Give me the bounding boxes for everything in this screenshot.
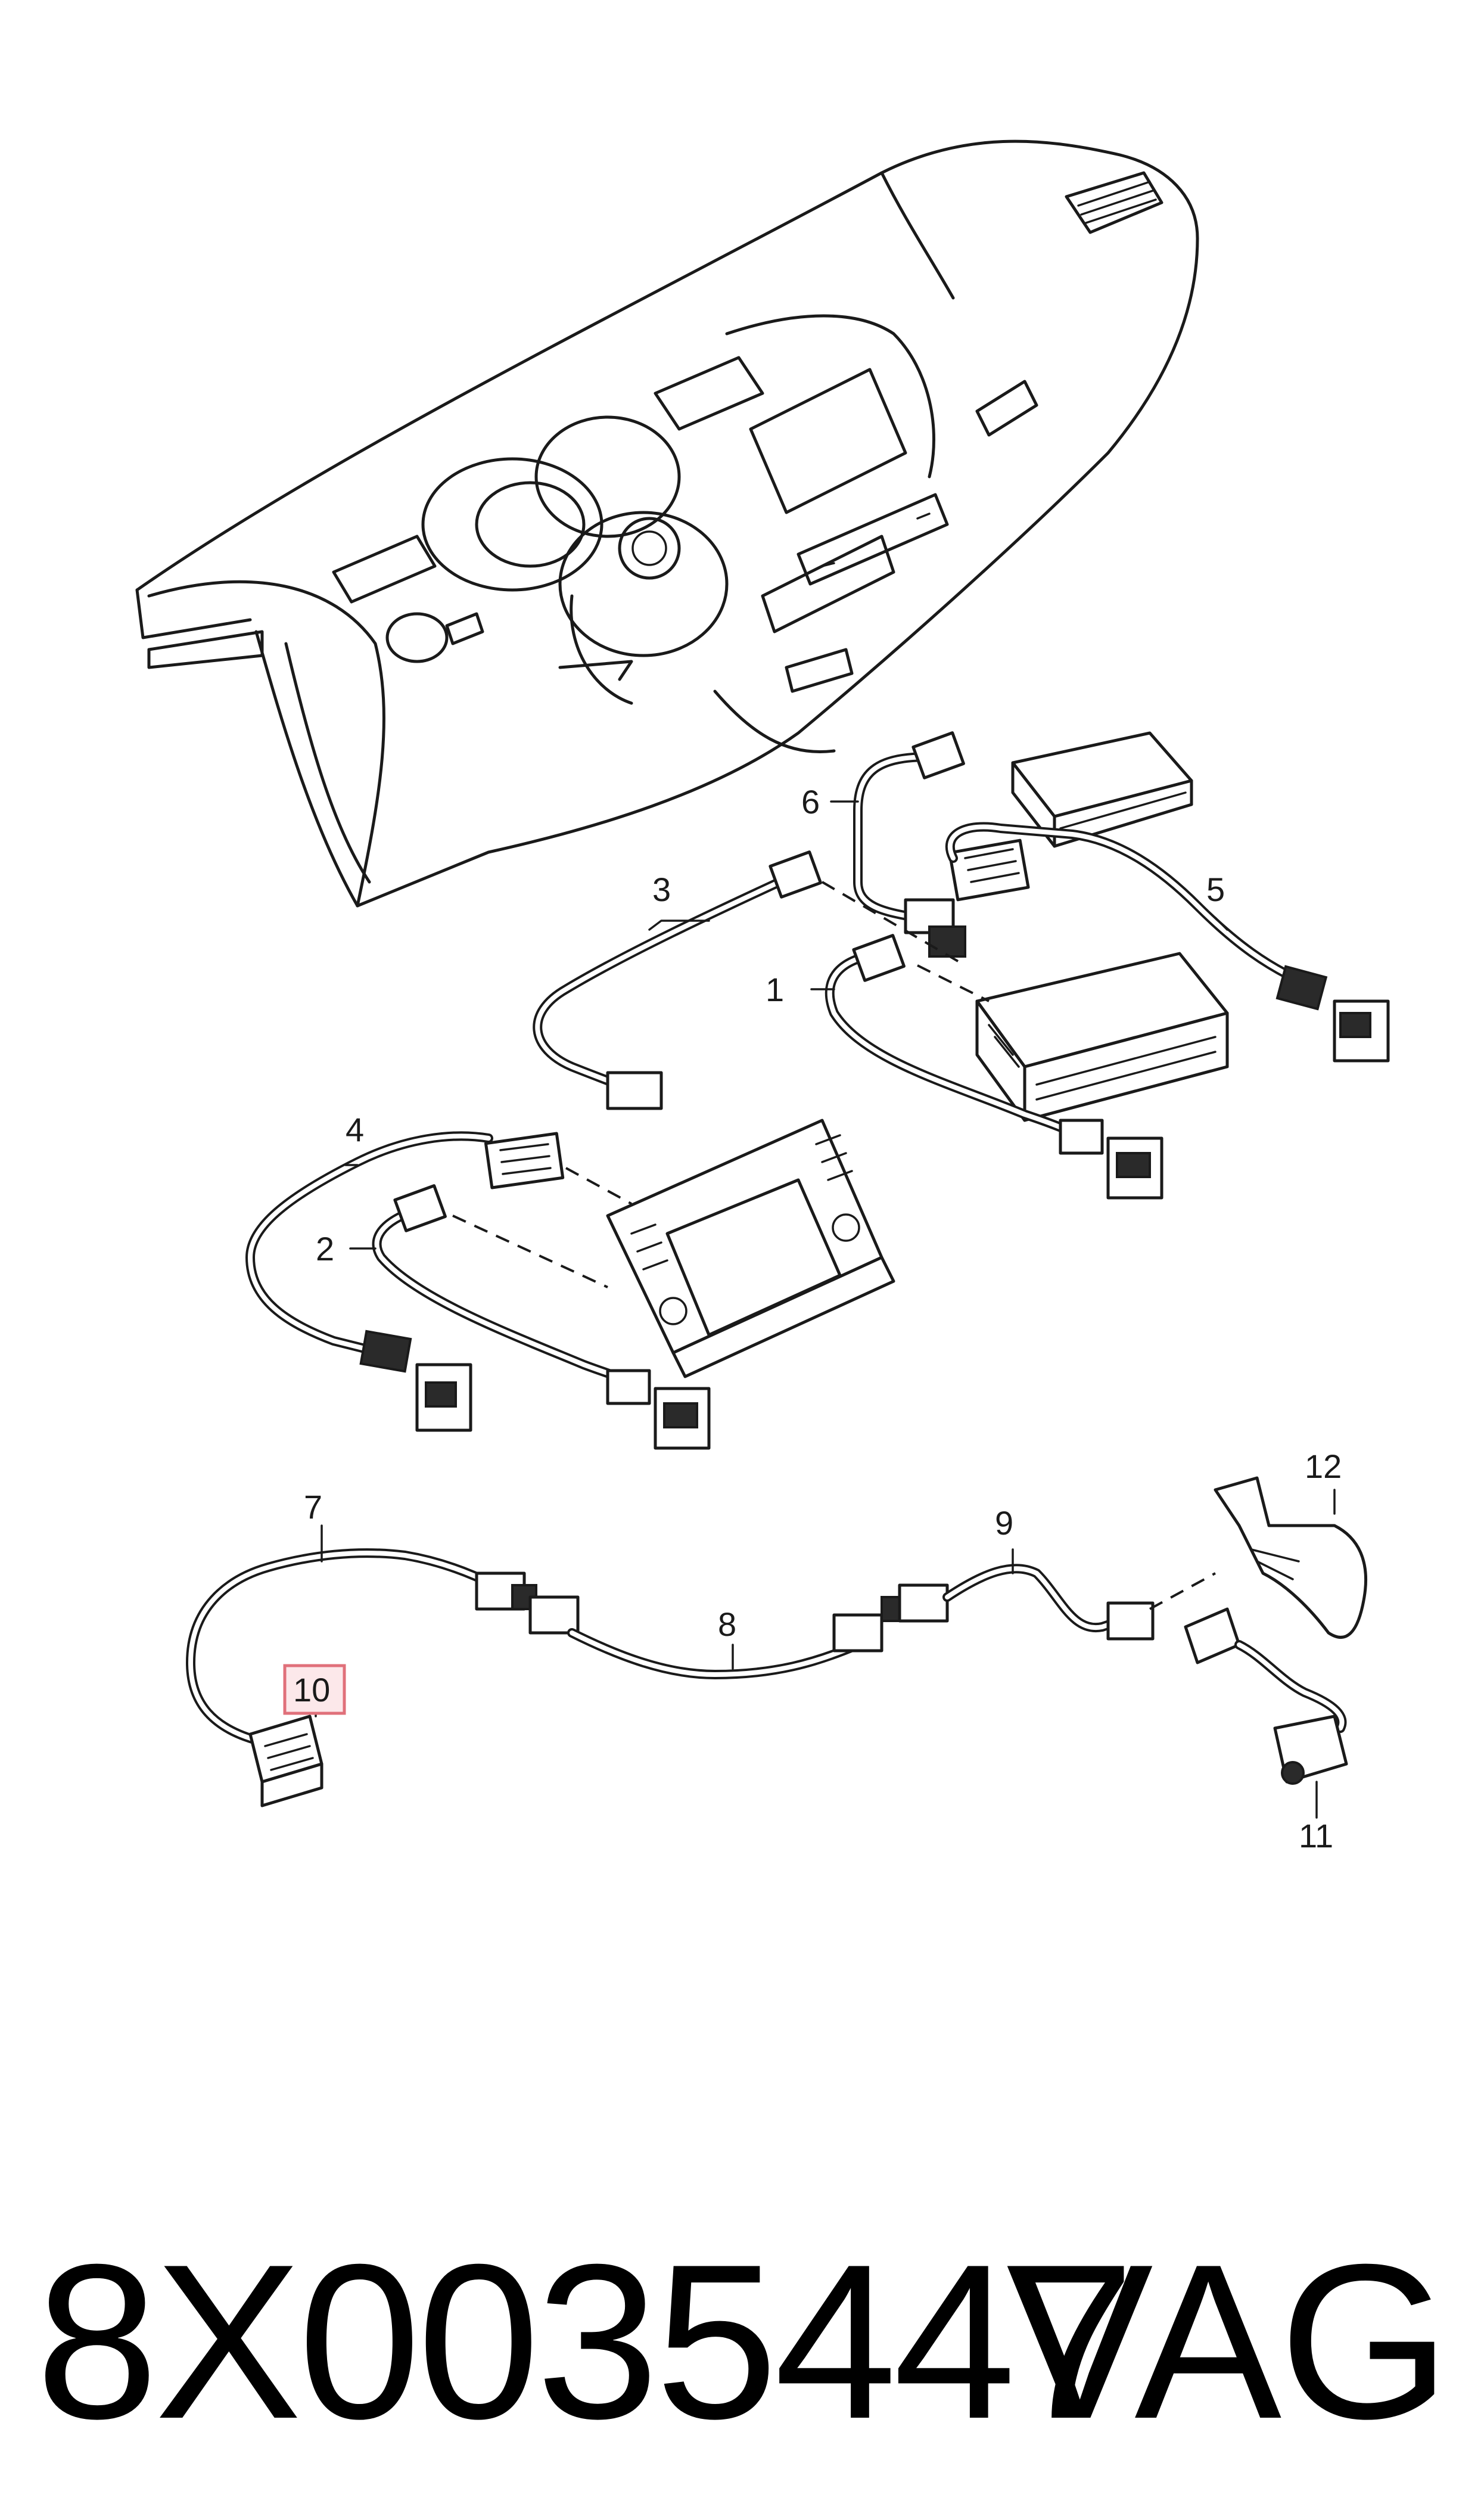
callouts: 1 2 3 4 5 6 7 8 9 10 11 12 bbox=[283, 783, 1342, 1855]
part-1-cable bbox=[825, 934, 1163, 1200]
callout-10: 10 bbox=[293, 1671, 330, 1709]
part-5-cable bbox=[945, 822, 1390, 1063]
part-7-cable bbox=[186, 1548, 537, 1745]
callout-12: 12 bbox=[1305, 1448, 1342, 1485]
callout-11: 11 bbox=[1299, 1817, 1333, 1855]
highlight-box-10 bbox=[283, 1664, 346, 1715]
leader-lines bbox=[315, 800, 1336, 1819]
part-12-bracket bbox=[1214, 1476, 1368, 1639]
callout-1: 1 bbox=[766, 971, 784, 1008]
callout-6: 6 bbox=[801, 783, 820, 821]
radio-unit bbox=[975, 952, 1229, 1122]
callout-7: 7 bbox=[304, 1488, 322, 1526]
part-6-cable bbox=[853, 731, 966, 958]
part-4-cable bbox=[245, 1131, 632, 1432]
part-11-camera bbox=[1184, 1607, 1348, 1785]
part-9-cable bbox=[881, 1564, 1216, 1641]
callout-4: 4 bbox=[346, 1111, 364, 1148]
wiring-diagram: 1 2 3 4 5 6 7 8 9 10 11 12 bbox=[135, 139, 1390, 1855]
part-8-cable bbox=[528, 1595, 883, 1679]
callout-8: 8 bbox=[718, 1605, 736, 1643]
callout-3: 3 bbox=[652, 871, 671, 908]
callout-2: 2 bbox=[316, 1230, 334, 1268]
part-2-cable bbox=[372, 1184, 711, 1450]
head-unit bbox=[606, 1119, 895, 1378]
brand-label: VAG bbox=[1006, 2219, 1451, 2465]
part-number: 8X0035447 bbox=[36, 2219, 1135, 2465]
callout-5: 5 bbox=[1206, 871, 1225, 908]
part-10-connector bbox=[248, 1714, 323, 1807]
callout-9: 9 bbox=[995, 1504, 1013, 1542]
dashboard-illustration bbox=[135, 139, 1199, 908]
part-3-cable bbox=[533, 850, 966, 1110]
